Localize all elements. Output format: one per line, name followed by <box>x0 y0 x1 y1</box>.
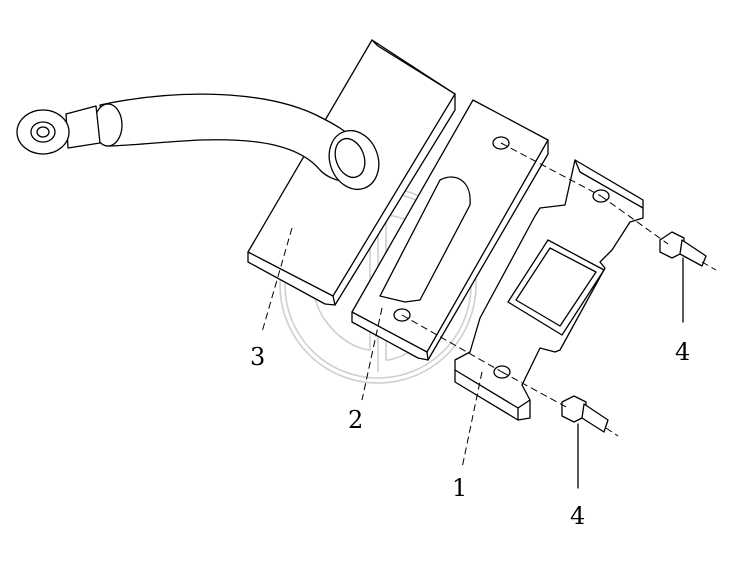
callout-part-2: 2 <box>348 406 363 434</box>
callout-part-3: 3 <box>250 343 265 371</box>
spacer-plate <box>351 99 549 361</box>
leader-lines <box>261 227 684 489</box>
bolt-lower <box>561 395 609 433</box>
mounting-bracket <box>454 159 644 421</box>
lever-handle <box>16 93 380 191</box>
assembly-lines <box>401 142 717 437</box>
callout-part-4-upper: 4 <box>675 338 690 366</box>
callout-part-4-lower: 4 <box>570 502 585 530</box>
bolt-upper <box>659 231 707 267</box>
callout-part-1: 1 <box>452 474 467 502</box>
